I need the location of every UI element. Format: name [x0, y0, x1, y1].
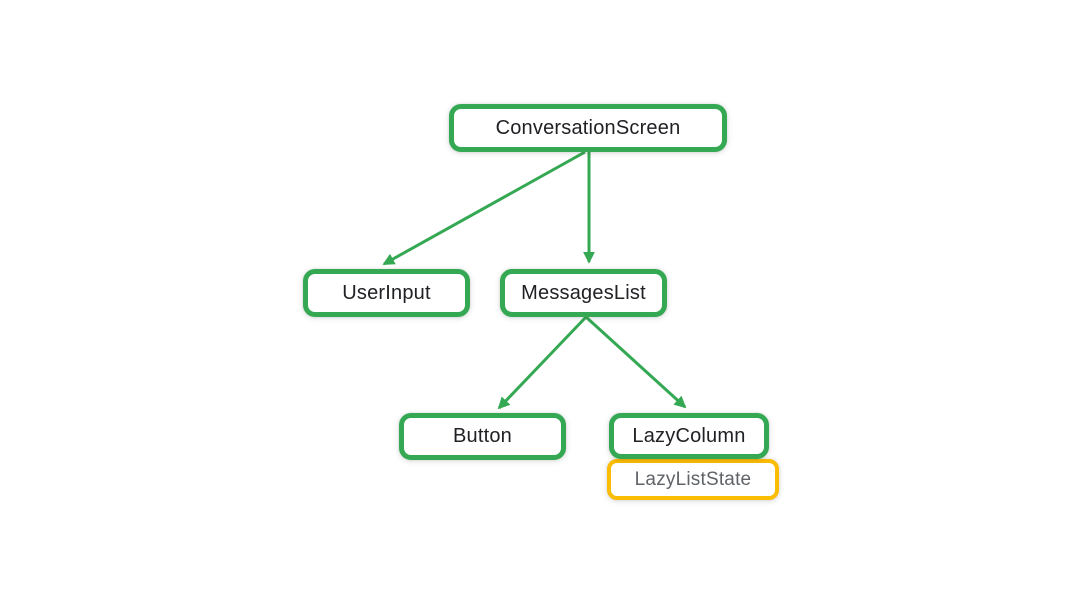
node-lazy-list-state: LazyListState — [607, 459, 779, 500]
node-lazy-list-state-label: LazyListState — [634, 468, 752, 490]
edge-messageslist-lazycolumn — [584, 315, 687, 409]
node-messages-list: MessagesList — [500, 269, 667, 317]
node-conversation-screen-label: ConversationScreen — [495, 116, 681, 139]
node-button-label: Button — [452, 425, 513, 447]
node-conversation-screen: ConversationScreen — [449, 104, 727, 152]
node-messages-list-label: MessagesList — [521, 281, 646, 304]
node-lazy-column-label: LazyColumn — [632, 424, 746, 447]
node-user-input: UserInput — [303, 269, 470, 317]
edge-conversationscreen-userinput — [382, 150, 586, 266]
node-button: Button — [399, 413, 566, 460]
node-lazy-column: LazyColumn — [609, 413, 769, 459]
node-user-input-label: UserInput — [342, 281, 431, 304]
edge-messageslist-button — [497, 315, 588, 410]
